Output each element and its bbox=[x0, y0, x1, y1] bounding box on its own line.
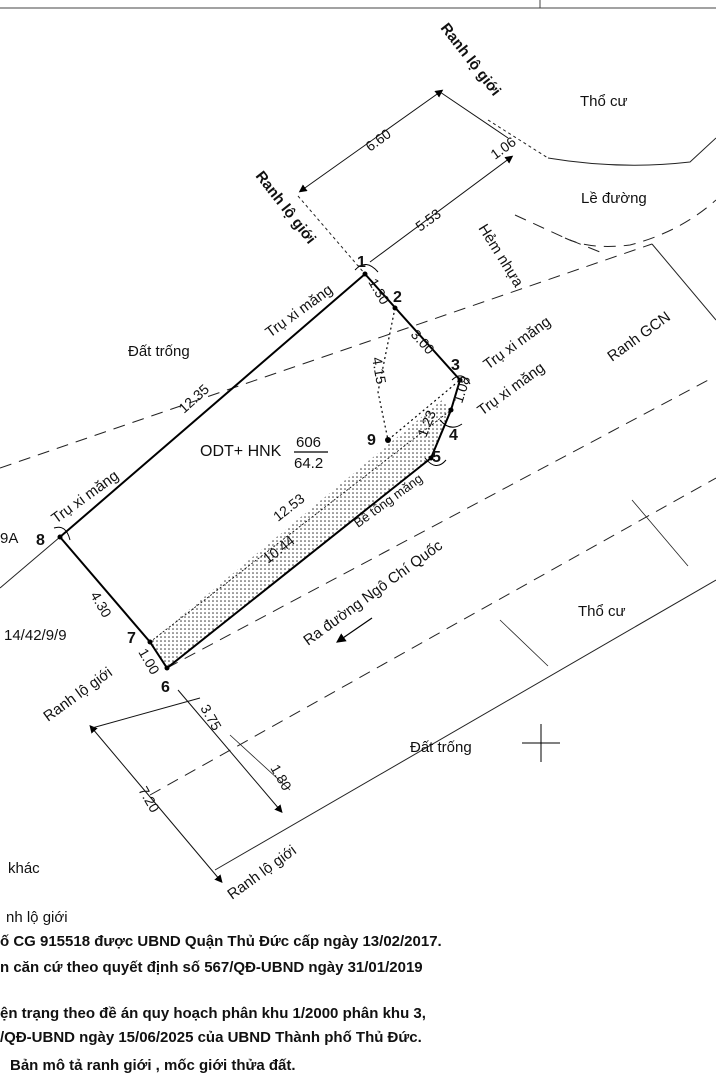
inner-dotted-line bbox=[377, 307, 461, 442]
dim-4-15: 4.15 bbox=[369, 356, 390, 386]
label-khac: khác bbox=[8, 860, 40, 877]
label-tho-cu-bottom: Thổ cư bbox=[578, 603, 626, 620]
label-tho-cu-top: Thổ cư bbox=[580, 93, 628, 110]
dim-1-80: 1.80 bbox=[267, 762, 295, 794]
label-dat-trong-top: Đất trống bbox=[128, 343, 190, 360]
label-odt-hnk: ODT+ HNK bbox=[200, 443, 282, 460]
note-line-2: ố CG 915518 được UBND Quận Thủ Đức cấp n… bbox=[0, 933, 442, 950]
point-4-label: 4 bbox=[449, 427, 458, 444]
point-8-label: 8 bbox=[36, 532, 45, 549]
note-line-3: n căn cứ theo quyết định số 567/QĐ-UBND … bbox=[0, 959, 423, 976]
direction-arrow bbox=[336, 617, 373, 643]
note-line-1: nh lộ giới bbox=[6, 909, 68, 926]
label-hem-nhua: Hẻm nhựa bbox=[475, 221, 527, 291]
label-tru-xi-mang-3: Trụ xi măng bbox=[480, 313, 554, 373]
point-5-label: 5 bbox=[432, 449, 441, 466]
parcel-boundary bbox=[58, 272, 462, 670]
label-ranh-lo-gioi-mid: Ranh lộ giới bbox=[252, 168, 319, 247]
label-dat-trong-bottom: Đất trống bbox=[410, 739, 472, 756]
point-2-label: 2 bbox=[393, 289, 402, 306]
survey-points bbox=[57, 271, 463, 671]
label-tru-xi-mang-8: Trụ xi măng bbox=[48, 467, 122, 527]
dim-6-60: 6.60 bbox=[362, 125, 394, 154]
label-ranh-lo-gioi-left: Ranh lộ giới bbox=[40, 664, 115, 725]
note-line-6: Bản mô tả ranh giới , mốc giới thửa đất. bbox=[10, 1057, 296, 1074]
label-ra-duong: Ra đường Ngô Chí Quốc bbox=[300, 537, 446, 649]
point-9-label: 9 bbox=[367, 432, 376, 449]
point-6-label: 6 bbox=[161, 679, 170, 696]
label-ranh-lo-gioi-bottom: Ranh lộ giới bbox=[224, 842, 299, 903]
dim-4-30: 4.30 bbox=[87, 589, 115, 621]
label-ranh-gcn: Ranh GCN bbox=[604, 308, 673, 365]
dim-7-20: 7.20 bbox=[135, 784, 163, 816]
label-ranh-lo-gioi-top: Ranh lộ giới bbox=[437, 20, 504, 99]
note-line-5: /QĐ-UBND ngày 15/06/2025 của UBND Thành … bbox=[0, 1029, 422, 1046]
label-tru-xi-mang-4: Trụ xi măng bbox=[474, 359, 548, 419]
road-lines bbox=[0, 119, 716, 871]
point-1-label: 1 bbox=[357, 254, 366, 271]
dimension-lines bbox=[89, 89, 514, 884]
label-9a: 9A bbox=[0, 530, 18, 547]
dotted-strip bbox=[150, 400, 451, 668]
label-tru-xi-mang-1: Trụ xi măng bbox=[262, 281, 336, 341]
point-3-label: 3 bbox=[451, 357, 460, 374]
cross-mark bbox=[522, 724, 560, 762]
marker-arcs bbox=[53, 264, 471, 541]
label-le-duong: Lề đường bbox=[581, 190, 647, 207]
label-area: 64.2 bbox=[294, 455, 323, 472]
point-7-label: 7 bbox=[127, 630, 136, 647]
dim-5-53: 5.53 bbox=[412, 205, 444, 234]
dim-1-30: 1.30 bbox=[365, 276, 393, 308]
dim-3-00: 3.00 bbox=[408, 326, 438, 357]
dim-1-06: 1.06 bbox=[487, 133, 519, 162]
note-line-4: ện trạng theo đề án quy hoạch phân khu 1… bbox=[0, 1005, 426, 1022]
label-14-42-9-9: 14/42/9/9 bbox=[4, 627, 67, 644]
strip-inner-line bbox=[149, 409, 452, 643]
label-parcel-no: 606 bbox=[296, 434, 321, 451]
